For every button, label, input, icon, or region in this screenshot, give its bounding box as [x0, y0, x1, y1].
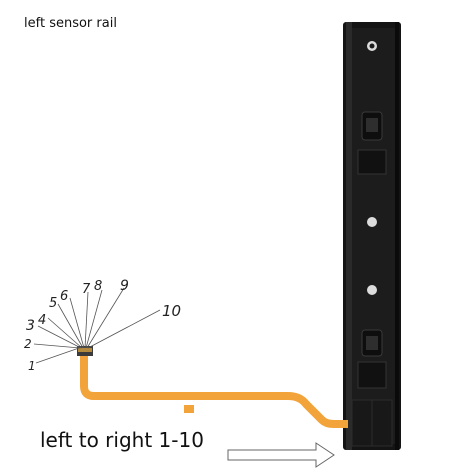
rail-title-caption: left sensor rail	[24, 16, 117, 31]
pin-label-2: 2	[24, 337, 32, 351]
pin-label-10: 10	[162, 302, 181, 320]
pin-label-9: 9	[120, 278, 129, 294]
pin-label-7: 7	[82, 282, 91, 297]
pin-label-5: 5	[49, 296, 57, 311]
sensor-rail	[343, 22, 401, 450]
pin-label-1: 1	[28, 359, 36, 373]
pin-label-4: 4	[38, 313, 46, 328]
pin-label-8: 8	[94, 279, 102, 294]
pin-label-3: 3	[26, 318, 35, 334]
pin-order-caption: left to right 1-10	[40, 428, 204, 452]
right-arrow-icon	[227, 442, 335, 468]
pin-numbers: 1 2 3 4 5 6 7 8 9 10	[24, 278, 181, 373]
pin-leader-lines	[33, 287, 161, 364]
flex-cable	[77, 346, 348, 428]
pin-label-6: 6	[60, 289, 68, 304]
